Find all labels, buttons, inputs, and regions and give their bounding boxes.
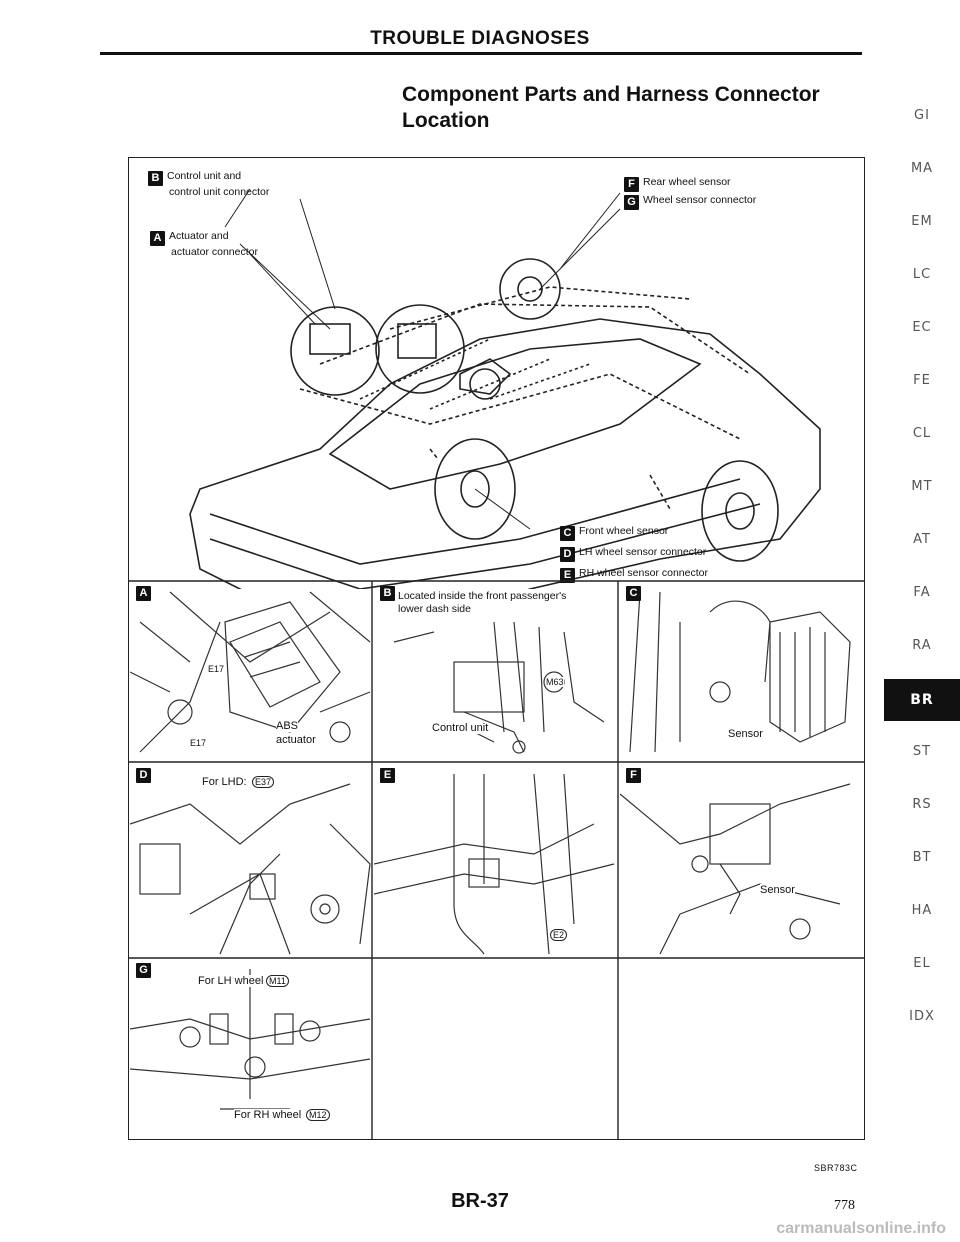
callout-d-text: LH wheel sensor connector [579, 546, 707, 558]
panel-a-label1: ABS [276, 720, 299, 732]
panel-b-badge: B [380, 586, 395, 601]
section-tab-em[interactable]: EM [911, 214, 933, 229]
detail-grid [128, 580, 865, 1140]
page-code: BR-37 [451, 1190, 509, 1212]
section-title-line1: Component Parts and Harness Connector [402, 83, 820, 106]
callout-f-badge: F [624, 177, 639, 192]
section-tab-gi[interactable]: GI [914, 108, 930, 123]
section-tab-fa[interactable]: FA [913, 585, 931, 600]
section-tab-rs[interactable]: RS [912, 797, 932, 812]
section-tab-ra[interactable]: RA [912, 638, 932, 653]
vehicle-overview-illustration [189, 188, 821, 589]
callout-a-line1: Actuator and [169, 230, 229, 242]
panel-g-badge: G [136, 963, 151, 978]
panel-g-conn-top: M11 [266, 975, 289, 987]
section-title: Component Parts and Harness Connector Lo… [402, 82, 820, 134]
panel-b-line1: Located inside the front passenger's [398, 590, 567, 602]
callout-c-text: Front wheel sensor [579, 525, 669, 537]
callout-b-line1: Control unit and [167, 170, 242, 182]
panel-a-conn2: E17 [190, 738, 207, 748]
panel-a-badge: A [136, 586, 151, 601]
section-tab-lc[interactable]: LC [912, 267, 932, 282]
panel-a-illustration [130, 591, 371, 753]
detail-panel-e: E E2 [374, 764, 618, 957]
panel-e-conn: E2 [550, 929, 568, 941]
callout-rear-wheel-sensor: F Rear wheel sensor [624, 176, 731, 192]
callout-g-text: Wheel sensor connector [643, 194, 757, 206]
detail-panel-c: C Sensor [620, 582, 863, 762]
panel-g-label-top: For LH wheel [198, 975, 264, 987]
panel-d-badge: D [136, 768, 151, 783]
callout-e-text: RH wheel sensor connector [579, 567, 708, 579]
page-number: 778 [834, 1198, 855, 1213]
panel-e-badge: E [380, 768, 395, 783]
section-tab-el[interactable]: EL [913, 956, 931, 971]
section-tab-at[interactable]: AT [913, 532, 931, 547]
panel-c-label: Sensor [728, 728, 763, 740]
detail-panel-d: D For LHD: E37 [130, 764, 372, 957]
callout-a-line2: actuator connector [171, 246, 258, 258]
page-header-title: TROUBLE DIAGNOSES [370, 28, 590, 49]
section-tab-cl[interactable]: CL [912, 426, 932, 441]
callout-d-badge: D [560, 547, 575, 562]
detail-panel-g: G For LH wheel M11 For RH wheel M12 [130, 959, 372, 1138]
panel-b-label: Control unit [432, 722, 489, 734]
panel-g-label-bottom: For RH wheel [234, 1109, 302, 1121]
callout-a-badge: A [150, 231, 165, 246]
section-tab-idx[interactable]: IDX [909, 1009, 935, 1024]
callout-g-badge: G [624, 195, 639, 210]
section-tab-st[interactable]: ST [912, 744, 932, 759]
panel-f-label: Sensor [760, 884, 795, 896]
detail-panel-f: F Sensor [620, 764, 863, 957]
callout-actuator: A Actuator and actuator connector [150, 230, 258, 259]
callout-b-badge: B [148, 171, 163, 186]
panel-b-line2: lower dash side [398, 603, 471, 615]
panel-g-illustration [130, 969, 371, 1110]
section-tab-br[interactable]: BR [884, 679, 960, 721]
section-tab-fe[interactable]: FE [913, 373, 931, 388]
callout-control-unit: B Control unit and control unit connector [148, 170, 269, 199]
panel-a-label2: actuator [276, 734, 316, 746]
callout-lh-wheel-sensor-connector: D LH wheel sensor connector [560, 546, 706, 562]
figure-reference-code: SBR783C [814, 1163, 858, 1173]
panel-f-badge: F [626, 768, 641, 783]
callout-f-text: Rear wheel sensor [643, 176, 731, 188]
detail-panel-b: B Located inside the front passenger's l… [374, 582, 618, 762]
callout-b-line2: control unit connector [169, 186, 270, 198]
detail-panel-a: A E17 E17 ABS actuator [130, 582, 372, 762]
section-tab-mt[interactable]: MT [911, 479, 933, 494]
callout-rh-wheel-sensor-connector: E RH wheel sensor connector [560, 567, 708, 583]
section-tab-ha[interactable]: HA [911, 903, 933, 918]
panel-d-label: For LHD: [202, 776, 247, 788]
section-tab-ma[interactable]: MA [910, 161, 934, 176]
panel-b-conn: M63 [546, 677, 564, 687]
panel-f-illustration [620, 783, 851, 955]
callout-c-badge: C [560, 526, 575, 541]
panel-e-illustration [374, 773, 615, 955]
watermark: carmanualsonline.info [776, 1220, 946, 1237]
header-rule [100, 52, 862, 55]
diagram-frame [128, 157, 865, 1140]
section-title-line2: Location [402, 109, 490, 132]
callout-front-wheel-sensor: C Front wheel sensor [560, 525, 668, 541]
section-tab-bt[interactable]: BT [912, 850, 932, 865]
panel-a-conn1: E17 [208, 664, 225, 674]
panel-d-conn: E37 [252, 776, 275, 788]
section-tab-ec[interactable]: EC [912, 320, 932, 335]
panel-g-conn-bottom: M12 [306, 1109, 330, 1121]
callout-wheel-sensor-connector: G Wheel sensor connector [624, 194, 756, 210]
panel-c-illustration [629, 591, 851, 753]
panel-d-illustration [130, 783, 371, 955]
panel-c-badge: C [626, 586, 641, 601]
callout-e-badge: E [560, 568, 575, 583]
